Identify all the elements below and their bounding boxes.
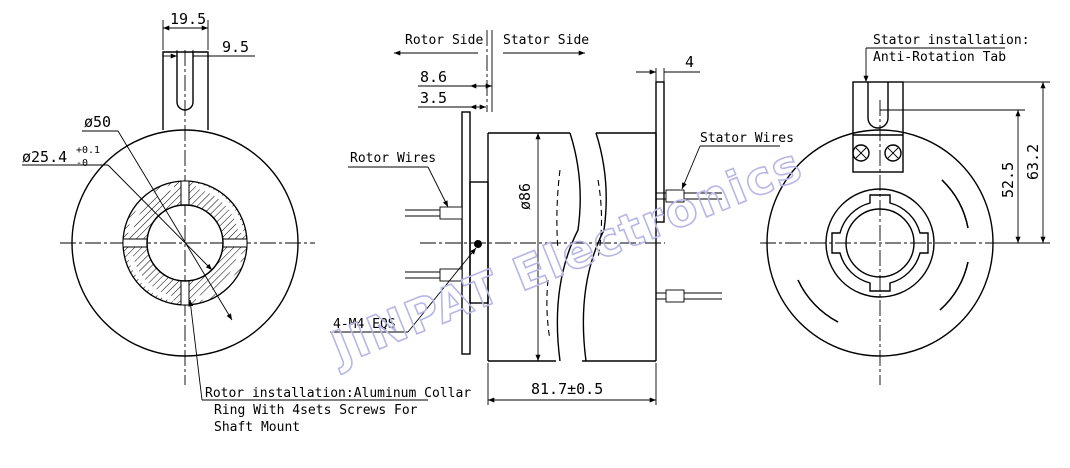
stator-note-line1: Stator installation: — [873, 33, 1030, 48]
dim-flange: 8.6 — [420, 68, 447, 86]
left-bore-circle — [146, 204, 224, 282]
side-hidden-line-3 — [546, 279, 551, 341]
right-vent-slot-3 — [797, 279, 839, 323]
dim-length: 81.7±0.5 — [531, 380, 603, 398]
collar-ring-slots — [127, 183, 244, 302]
dim-short: 52.5 — [999, 162, 1017, 198]
left-tab-outline — [162, 51, 209, 130]
side-break-line-2 — [582, 132, 607, 362]
rotor-wires-label: Rotor Wires — [350, 151, 436, 166]
right-bore-circle — [845, 208, 915, 278]
side-break-line-1 — [556, 132, 581, 362]
side-hidden-line-1 — [556, 169, 561, 251]
left-view-rotor-end: 19.5 9.5 ø50 ø25.4 +0.1 -0 Rotor install… — [22, 10, 471, 435]
leader-collar-note — [188, 299, 203, 401]
right-keyed-hub — [831, 194, 929, 292]
side-view: Rotor Side Stator Side 8.6 3.5 — [330, 30, 794, 405]
side-hidden-line-2 — [597, 179, 603, 259]
leader-bore-dia — [107, 164, 213, 271]
dim-outer-dia: ø50 — [84, 113, 111, 131]
right-vent-slot-2-inner — [939, 261, 969, 311]
right-vent-slot-2 — [939, 261, 969, 311]
dim-tall: 63.2 — [1024, 144, 1042, 180]
dim-slot-width: 9.5 — [222, 38, 249, 56]
right-tab-slot — [867, 82, 889, 129]
leader-outer-dia — [117, 130, 233, 321]
leader-rotor-wires — [427, 166, 449, 208]
dim-collar: 3.5 — [420, 89, 447, 107]
right-vent-slot-1 — [941, 179, 969, 229]
collar-note-line2: Ring With 4sets Screws For — [214, 403, 418, 418]
side-stator-tab — [655, 81, 665, 223]
dim-tab-thickness: 4 — [685, 53, 694, 71]
dim-bore-tol-lower: -0 — [76, 158, 88, 169]
dim-body-dia: ø86 — [516, 183, 534, 210]
left-outer-circle — [71, 129, 299, 357]
dim-tab-width: 19.5 — [170, 10, 206, 28]
right-hub-outer — [825, 188, 935, 298]
leader-screws — [407, 247, 477, 333]
screws-label: 4-M4 EQS — [333, 317, 396, 332]
dim-bore-tol-upper: +0.1 — [76, 145, 100, 156]
stator-wires-label: Stator Wires — [700, 131, 794, 146]
right-view-stator-end: Stator installation: Anti-Rotation Tab 5… — [760, 33, 1050, 385]
watermark-text: JINPAT Electronics — [321, 137, 810, 377]
collar-note-line1: Rotor installation:Aluminum Collar — [205, 386, 471, 401]
stator-side-label: Stator Side — [503, 33, 589, 48]
right-vent-slot-3-inner — [797, 279, 839, 323]
left-tab-slot — [176, 52, 194, 111]
stator-note-line2: Anti-Rotation Tab — [873, 50, 1006, 65]
right-tab-outline — [852, 81, 904, 173]
dim-bore-dia: ø25.4 — [22, 148, 67, 166]
collar-note-line3: Shaft Mount — [214, 420, 300, 435]
leader-stator-wires — [681, 145, 701, 190]
stator-wires-drawing — [656, 189, 722, 303]
side-screw-mark — [474, 240, 482, 248]
right-tab-screws — [852, 144, 902, 162]
right-vent-slot-1-inner — [941, 179, 969, 229]
rotor-side-label: Rotor Side — [405, 33, 483, 48]
rotor-wires-drawing — [405, 206, 463, 282]
